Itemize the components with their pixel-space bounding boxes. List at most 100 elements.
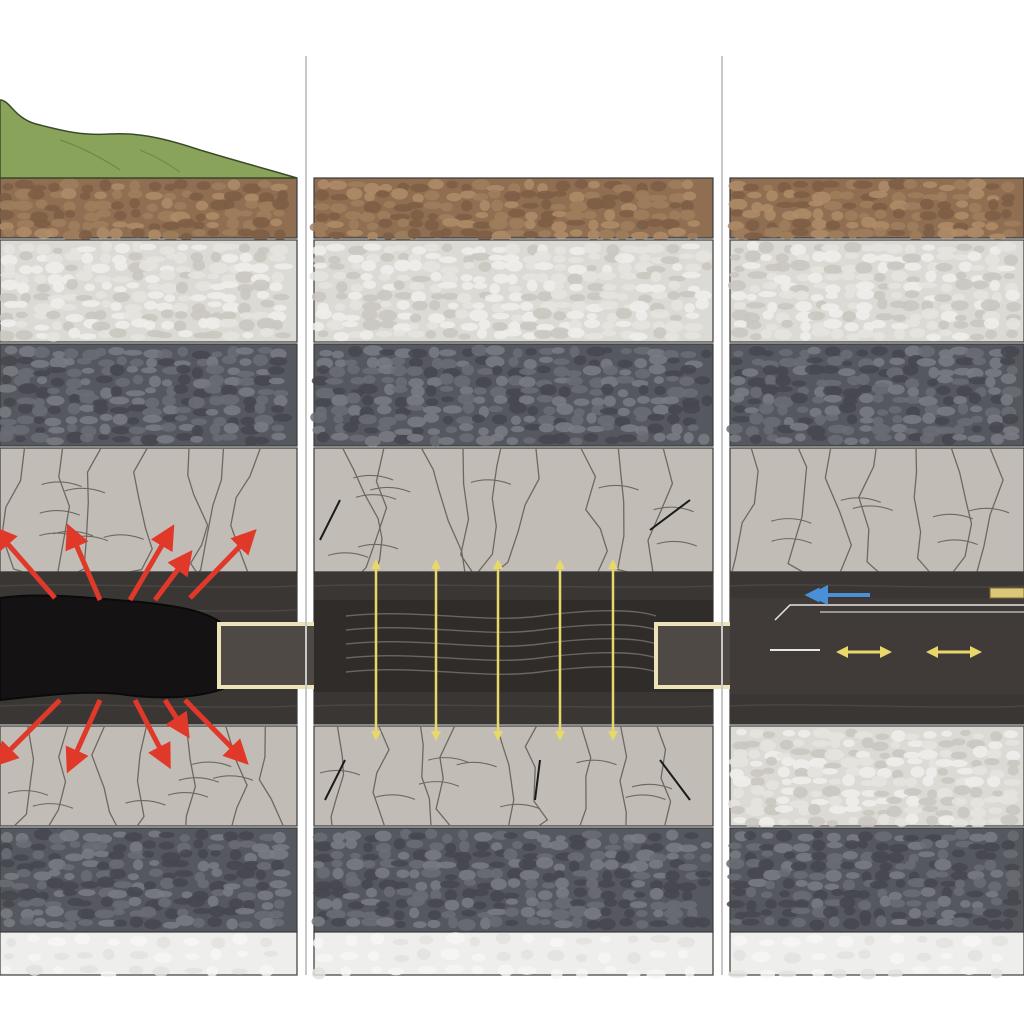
- pebble: [525, 878, 538, 889]
- pebble: [567, 256, 584, 264]
- pebble: [951, 797, 967, 806]
- pebble: [244, 435, 257, 447]
- crack: [580, 447, 608, 573]
- pebble: [80, 378, 91, 386]
- pebble: [522, 273, 540, 282]
- pebble: [507, 208, 526, 218]
- pebble: [45, 905, 64, 917]
- pebble: [208, 374, 224, 387]
- pebble: [260, 937, 273, 948]
- pebble: [790, 392, 808, 404]
- pebble: [778, 899, 797, 908]
- pebble: [522, 843, 537, 852]
- pebble: [440, 358, 457, 370]
- crack: [198, 447, 225, 573]
- crack: [656, 540, 698, 547]
- pebble: [411, 246, 427, 255]
- pebble: [669, 210, 681, 221]
- layer-shale: [729, 447, 1024, 573]
- pebble: [750, 434, 762, 445]
- pebble: [523, 231, 539, 239]
- pebble: [766, 780, 779, 790]
- pebble: [741, 368, 759, 377]
- pebble: [935, 262, 953, 272]
- pebble: [590, 850, 606, 861]
- pebble: [824, 899, 845, 906]
- pebble: [552, 211, 568, 218]
- pebble: [573, 887, 587, 898]
- pebble: [309, 271, 329, 282]
- pebble: [239, 312, 253, 319]
- pebble: [375, 867, 390, 879]
- pebble: [99, 413, 113, 422]
- pebble: [340, 966, 352, 977]
- pebble: [77, 908, 97, 920]
- pebble: [759, 844, 777, 851]
- pebble: [667, 227, 687, 237]
- pebble: [873, 357, 885, 367]
- pebble: [275, 332, 291, 339]
- pebble: [873, 272, 886, 283]
- crack: [524, 725, 549, 827]
- pebble: [587, 282, 606, 292]
- pebble: [143, 881, 157, 890]
- pebble: [390, 365, 407, 377]
- pebble: [430, 880, 442, 891]
- pebble: [427, 898, 445, 908]
- pebble: [843, 739, 855, 748]
- pebble: [16, 219, 35, 229]
- pebble: [315, 953, 334, 963]
- pebble: [259, 917, 277, 929]
- pebble: [254, 402, 266, 414]
- pebble: [508, 292, 524, 302]
- pebble: [472, 302, 485, 310]
- pebble: [666, 852, 679, 860]
- pebble: [1006, 317, 1021, 330]
- pebble: [48, 869, 61, 877]
- pebble: [583, 242, 601, 254]
- pebble: [47, 387, 60, 395]
- pebble: [197, 860, 210, 872]
- pebble: [587, 901, 605, 909]
- pebble: [647, 423, 664, 435]
- pebble: [375, 907, 390, 917]
- pebble: [349, 434, 366, 442]
- crack: [7, 790, 49, 796]
- pebble: [68, 220, 81, 232]
- pebble: [267, 366, 285, 375]
- pebble: [891, 322, 909, 330]
- pebble: [891, 918, 909, 926]
- pebble: [694, 376, 711, 385]
- pebble: [223, 831, 239, 842]
- pebble: [924, 404, 941, 416]
- layer-topsoil: [0, 177, 298, 242]
- pebble: [44, 417, 62, 427]
- pebble: [792, 208, 812, 221]
- pebble: [811, 953, 827, 961]
- pebble: [937, 849, 949, 860]
- pebble: [569, 283, 583, 292]
- pebble: [91, 220, 109, 229]
- pebble: [520, 293, 538, 301]
- pebble: [113, 919, 128, 927]
- pebble: [906, 918, 925, 927]
- pebble: [538, 230, 552, 238]
- pebble: [920, 740, 938, 750]
- pebble: [1002, 413, 1019, 425]
- pebble: [583, 211, 597, 220]
- pebble: [988, 807, 1003, 814]
- pebble: [33, 303, 54, 314]
- pebble: [525, 348, 537, 356]
- pebble: [1005, 289, 1021, 301]
- pebble: [95, 291, 107, 299]
- pebble: [810, 790, 822, 798]
- pebble: [162, 230, 180, 241]
- pebble: [272, 319, 283, 330]
- pebble: [82, 860, 100, 868]
- pebble: [123, 349, 143, 356]
- pebble: [52, 281, 65, 293]
- pebble: [97, 876, 115, 888]
- pebble: [650, 934, 671, 943]
- pebble: [989, 233, 1007, 240]
- pebble: [811, 218, 827, 230]
